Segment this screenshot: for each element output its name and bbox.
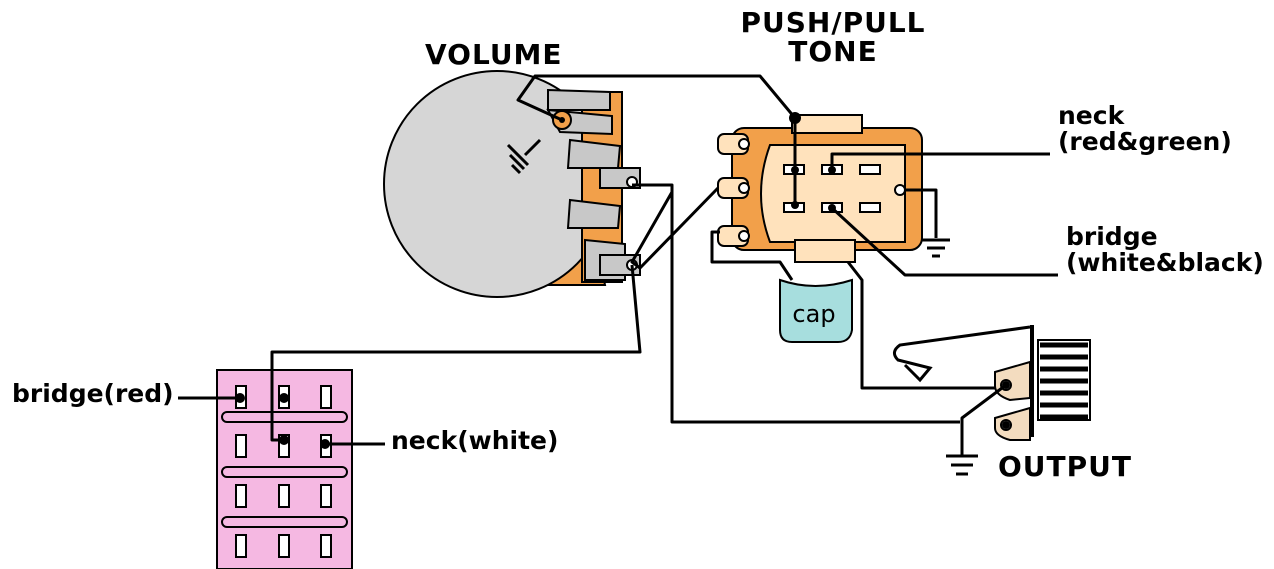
push-pull-label-line1: PUSH/PULL — [740, 6, 926, 39]
bridge-label-line1: bridge — [1066, 222, 1158, 251]
wire-volume-to-tone — [516, 74, 797, 205]
volume-pot — [383, 70, 641, 298]
wire-ground-to-output — [670, 192, 960, 424]
output-jack-spring — [893, 325, 1031, 383]
wires — [178, 74, 1058, 455]
push-pull-tone-label: PUSH/PULL TONE — [733, 8, 933, 67]
bridge-label-line2: (white&black) — [1066, 248, 1264, 278]
output-ground-icon — [946, 454, 978, 476]
neck-label-line1: neck — [1058, 101, 1125, 130]
push-pull-label-line2: TONE — [788, 35, 878, 69]
wire-bridge-pickup — [830, 206, 1058, 277]
tone-ground-icon — [922, 238, 950, 258]
output-label: OUTPUT — [998, 450, 1132, 483]
neck-label-line2: (red&green) — [1058, 127, 1232, 157]
output-jack-tabs — [994, 360, 1031, 441]
capacitor — [779, 278, 853, 343]
wire-volume-to-selector — [270, 264, 642, 442]
wire-neck-pickup — [830, 152, 1050, 170]
neck-label: neck (red&green) — [1058, 101, 1232, 157]
volume-ground-icon — [506, 138, 542, 175]
wire-cap-to-output — [846, 261, 995, 390]
cap-label: cap — [792, 300, 835, 328]
wire-output-ground — [960, 383, 1007, 455]
bridge-label: bridge (white&black) — [1066, 222, 1264, 278]
solder-dots — [235, 112, 1010, 449]
wire-tone-to-cap — [710, 230, 794, 281]
tone-pot — [717, 114, 923, 263]
pickup-selector — [216, 369, 353, 569]
volume-label: VOLUME — [425, 38, 563, 71]
bridge-red-label: bridge(red) — [12, 379, 174, 408]
neck-white-label: neck(white) — [391, 426, 559, 455]
wire-tone-ground — [906, 188, 938, 238]
